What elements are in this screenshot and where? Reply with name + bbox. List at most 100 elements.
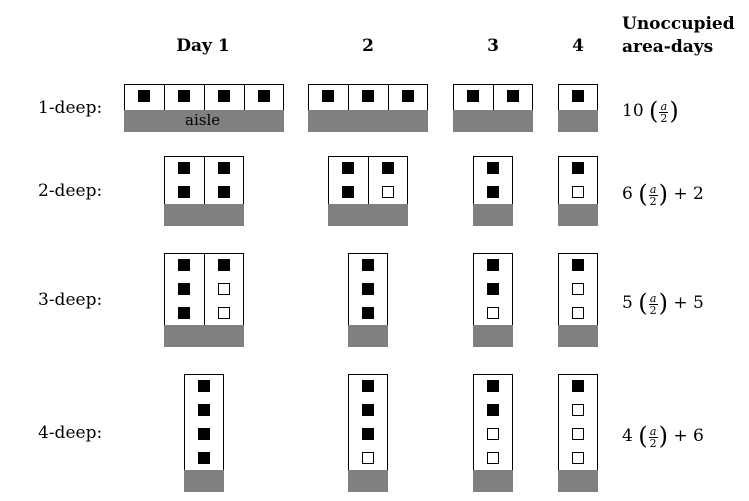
occupied-slot: [178, 259, 190, 271]
storage-group: [164, 253, 244, 347]
occupied-slot: [362, 428, 374, 440]
header-unoccupied-line2: area-days: [622, 37, 714, 57]
storage-group: [308, 84, 428, 132]
occupied-slot: [258, 90, 270, 102]
storage-group: [328, 156, 408, 226]
occupied-slot: [218, 259, 230, 271]
occupied-slot: [572, 380, 584, 392]
occupied-slot: [198, 428, 210, 440]
occupied-slot: [178, 283, 190, 295]
storage-group: [348, 374, 388, 492]
occupied-slot: [382, 162, 394, 174]
occupied-slot: [178, 307, 190, 319]
occupied-slot: [572, 259, 584, 271]
aisle: [473, 325, 513, 347]
occupied-slot: [572, 90, 584, 102]
storage-group: [473, 374, 513, 492]
storage-group: [164, 156, 244, 226]
occupied-slot: [198, 380, 210, 392]
occupied-slot: [362, 404, 374, 416]
occupied-slot: [198, 452, 210, 464]
occupied-slot: [402, 90, 414, 102]
formula-tail: + 6: [673, 426, 704, 446]
storage-group: [473, 156, 513, 226]
occupied-slot: [342, 186, 354, 198]
aisle: [558, 325, 598, 347]
occupied-slot: [322, 90, 334, 102]
header-unoccupied-line1: Unoccupied: [622, 14, 735, 34]
empty-slot: [362, 452, 374, 464]
empty-slot: [572, 186, 584, 198]
aisle: [328, 204, 408, 226]
empty-slot: [487, 452, 499, 464]
header-day-3: 3: [487, 36, 499, 56]
formula-tail: + 5: [673, 293, 704, 313]
occupied-slot: [487, 259, 499, 271]
header-day-2: 2: [362, 36, 374, 56]
empty-slot: [487, 428, 499, 440]
storage-lane: [558, 84, 598, 111]
occupied-slot: [362, 259, 374, 271]
storage-group: [473, 253, 513, 347]
empty-slot: [572, 283, 584, 295]
occupied-slot: [342, 162, 354, 174]
storage-group: [558, 156, 598, 226]
occupied-slot: [507, 90, 519, 102]
occupied-slot: [138, 90, 150, 102]
occupied-slot: [487, 162, 499, 174]
occupied-slot: [487, 283, 499, 295]
occupied-slot: [362, 307, 374, 319]
occupied-slot: [178, 90, 190, 102]
aisle: [184, 470, 224, 492]
occupied-slot: [178, 186, 190, 198]
row-label-2-deep: 2-deep:: [38, 181, 103, 201]
empty-slot: [572, 404, 584, 416]
header-day-4: 4: [572, 36, 584, 56]
empty-slot: [572, 428, 584, 440]
occupied-slot: [218, 186, 230, 198]
header-unoccupied: Unoccupied area-days: [622, 13, 735, 59]
occupied-slot: [362, 283, 374, 295]
aisle: [473, 204, 513, 226]
formula-coef: 10: [622, 101, 644, 121]
aisle: [558, 204, 598, 226]
occupied-slot: [572, 162, 584, 174]
empty-slot: [487, 307, 499, 319]
occupied-slot: [487, 186, 499, 198]
aisle: [558, 110, 598, 132]
aisle: [164, 325, 244, 347]
aisle-label: aisle: [185, 111, 221, 129]
formula-tail: + 2: [673, 184, 704, 204]
occupied-slot: [198, 404, 210, 416]
occupied-slot: [487, 404, 499, 416]
storage-group: [348, 253, 388, 347]
storage-lane: [124, 84, 165, 111]
formula-coef: 6: [622, 184, 633, 204]
header-day-1: Day 1: [176, 36, 230, 56]
formula-coef: 4: [622, 426, 633, 446]
storage-group: [184, 374, 224, 492]
aisle: [164, 204, 244, 226]
storage-group: [558, 374, 598, 492]
storage-group: [558, 84, 598, 132]
empty-slot: [218, 307, 230, 319]
occupied-slot: [218, 90, 230, 102]
formula-coef: 5: [622, 293, 633, 313]
aisle: [473, 470, 513, 492]
row-label-3-deep: 3-deep:: [38, 290, 103, 310]
aisle: [558, 470, 598, 492]
empty-slot: [572, 307, 584, 319]
occupied-slot: [218, 162, 230, 174]
aisle: [348, 325, 388, 347]
storage-group: aisle: [124, 84, 284, 132]
occupied-slot: [362, 380, 374, 392]
aisle: [124, 110, 284, 132]
occupied-slot: [362, 90, 374, 102]
